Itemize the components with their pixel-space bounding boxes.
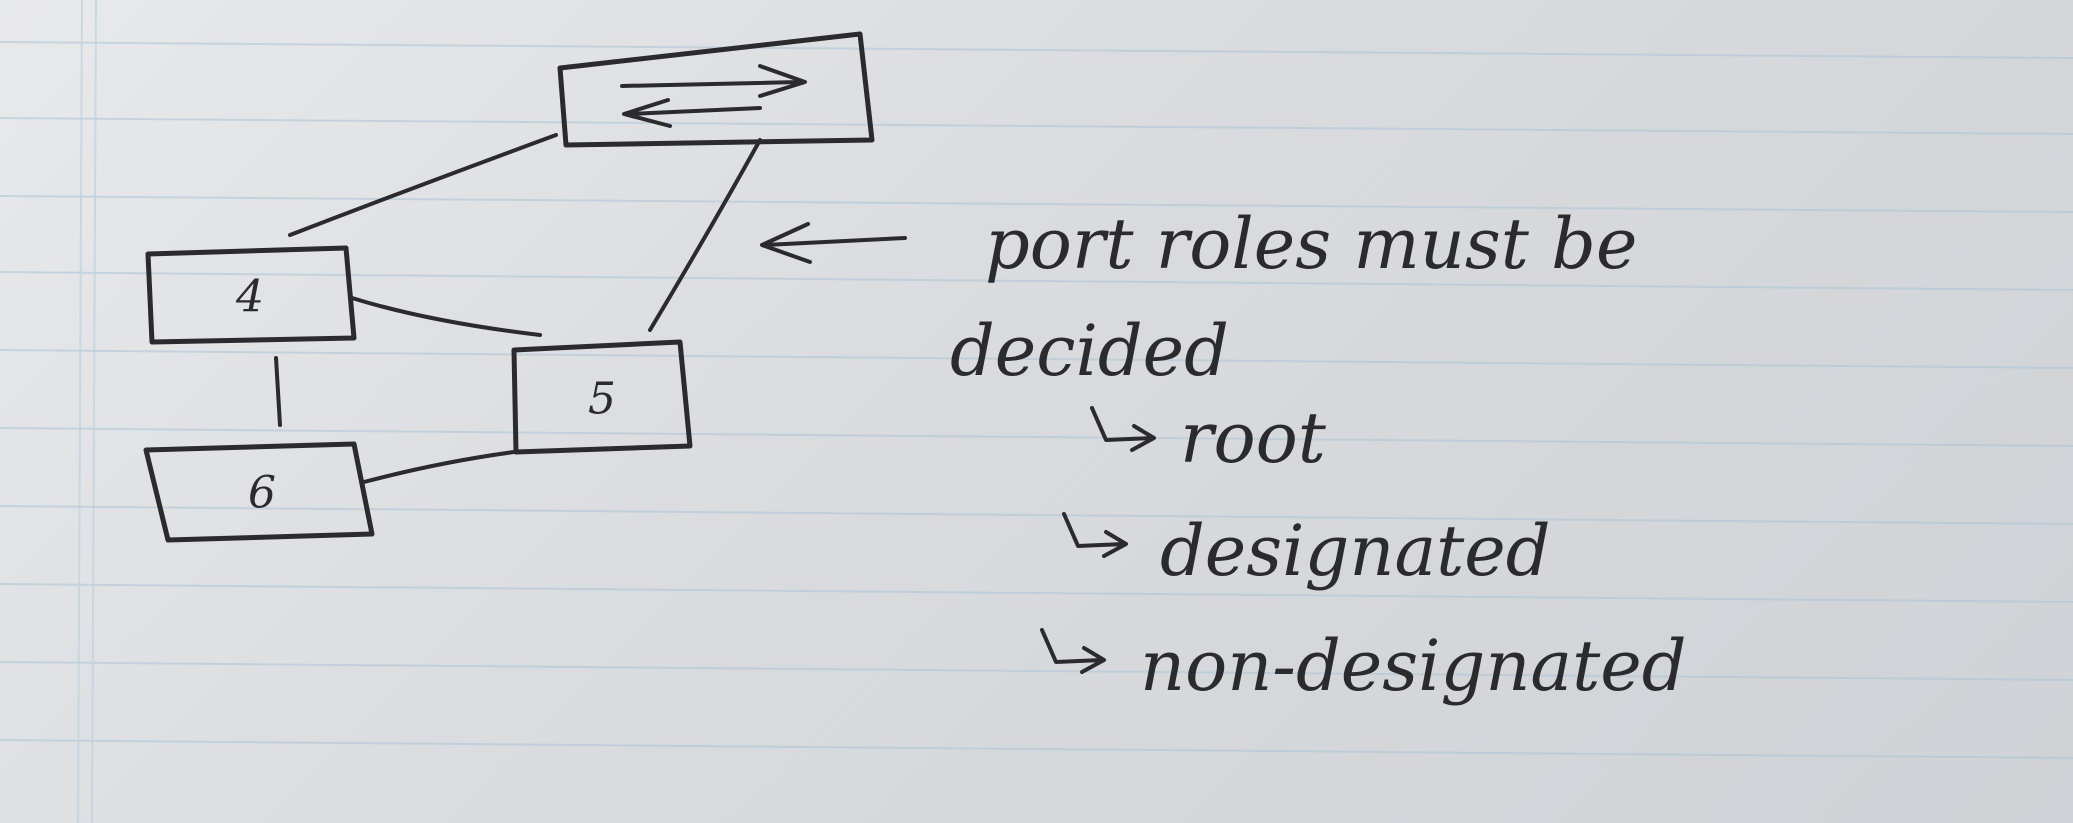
bullet-arrow-icon: [1040, 628, 1106, 674]
role-designated: designated: [1160, 510, 1551, 592]
pointer-arrow-icon: [760, 222, 907, 264]
switch-6: 6: [143, 441, 375, 543]
switch-5: 5: [511, 339, 693, 455]
edge-4-to-5: [350, 296, 542, 337]
switch-5-label: 5: [588, 374, 616, 425]
margin-lines: [77, 0, 97, 823]
switch-top-box: [557, 31, 875, 148]
bullet-arrow-icon: [1062, 512, 1128, 558]
note-line-1: port roles must be: [985, 203, 1637, 285]
ruled-lines: [0, 41, 2073, 759]
switch-4-box: [145, 245, 357, 345]
right-arrow-icon: [620, 64, 807, 98]
edge-4-to-top: [288, 133, 558, 237]
left-arrow-icon: [622, 98, 762, 128]
switch-4: 4: [145, 245, 357, 345]
switch-6-label: 6: [248, 468, 276, 519]
edge-6-to-5: [362, 450, 516, 484]
edge-5-to-top: [648, 138, 762, 332]
role-root: root: [1180, 397, 1327, 479]
note-line-2: decided: [950, 310, 1229, 392]
edge-4-to-6: [274, 356, 282, 427]
switch-5-box: [511, 339, 693, 455]
switch-4-label: 4: [235, 272, 264, 323]
role-non-designated: non-designated: [1140, 625, 1687, 707]
switch-top: [557, 31, 875, 148]
bullet-arrow-icon: [1090, 406, 1156, 452]
switch-6-box: [143, 441, 375, 543]
